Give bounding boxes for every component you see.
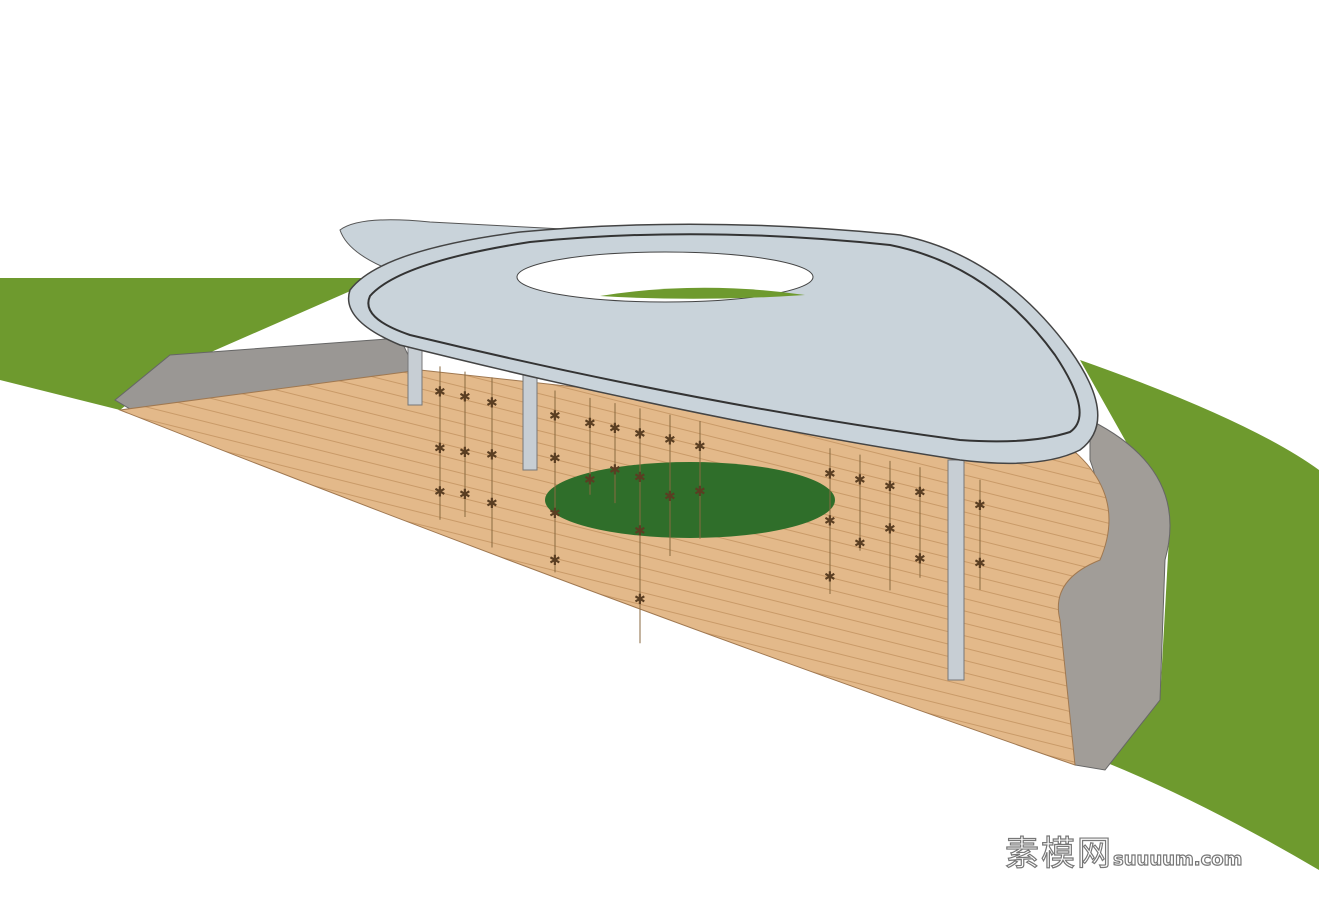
ornament: ✱ [486,396,498,411]
watermark-logo: 素模网suuuum.com [1004,826,1243,875]
ornament: ✱ [609,422,621,437]
ornament: ✱ [549,410,561,425]
ornament: ✱ [434,442,446,457]
ornament: ✱ [549,507,561,522]
ornament: ✱ [914,553,926,568]
ornament: ✱ [634,471,646,486]
ornament: ✱ [824,514,836,529]
ornament: ✱ [486,497,498,512]
ornament: ✱ [974,499,986,514]
ornament: ✱ [459,391,471,406]
ornament: ✱ [824,467,836,482]
ornament: ✱ [914,486,926,501]
ornament: ✱ [459,446,471,461]
ornament: ✱ [664,490,676,505]
grass-left [0,278,380,410]
inner-lawn-opening [545,462,835,538]
ornament: ✱ [434,486,446,501]
ornament: ✱ [486,449,498,464]
ornament: ✱ [609,464,621,479]
oculus-view-lawn [600,287,805,299]
watermark-chinese: 素模网 [1004,833,1113,874]
ornament: ✱ [884,480,896,495]
ornament: ✱ [854,537,866,552]
ornament: ✱ [884,522,896,537]
ornament: ✱ [434,385,446,400]
ornament: ✱ [634,427,646,442]
ornament: ✱ [664,434,676,449]
ornament: ✱ [584,474,596,489]
ornament: ✱ [694,440,706,455]
ornament: ✱ [824,571,836,586]
ornament: ✱ [549,452,561,467]
ornament: ✱ [974,557,986,572]
hanging-ornaments: ✱ ✱ ✱ ✱ ✱ ✱ ✱ ✱ ✱ ✱ ✱ ✱ ✱ ✱ ✱ ✱ ✱ ✱ ✱ ✱ ✱ ✱ ✱ ✱ ✱ ✱ ✱ ✱ ✱ ✱ ✱ ✱ ✱ ✱ ✱ ✱ [434,366,986,644]
ornament: ✱ [584,417,596,432]
ornament: ✱ [459,488,471,503]
ornament: ✱ [694,485,706,500]
grass-right [1080,360,1319,870]
ornament: ✱ [634,593,646,608]
ornament: ✱ [634,524,646,539]
ornament: ✱ [854,474,866,489]
roof-edge-band [367,233,1081,443]
watermark-domain: suuuum.com [1112,848,1243,870]
ornament: ✱ [549,554,561,569]
wooden-deck [118,369,1110,766]
column [947,459,965,681]
column [522,369,538,471]
